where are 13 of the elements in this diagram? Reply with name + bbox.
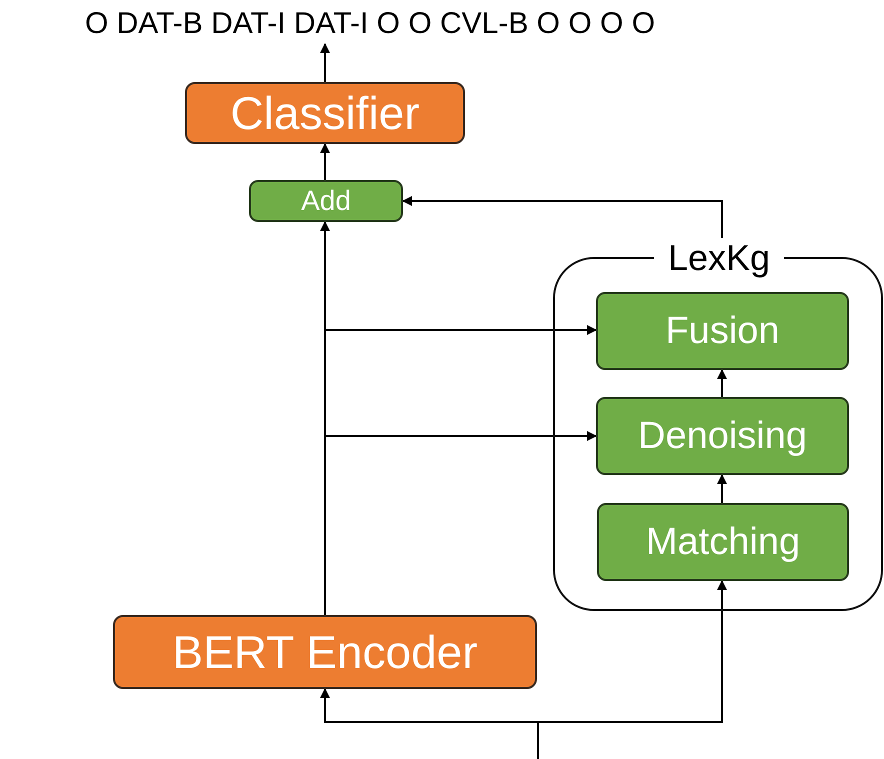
arrow <box>320 43 330 82</box>
arrow <box>402 196 723 238</box>
output-label-text: O DAT-B DAT-I DAT-I O O CVL-B O O O O <box>12 4 728 44</box>
encoder-box: BERT Encoder <box>113 615 537 689</box>
arrow <box>320 143 330 180</box>
denoising-box: Denoising <box>596 397 849 475</box>
matching-box: Matching <box>597 503 849 581</box>
add-box: Add <box>249 180 403 222</box>
arrow <box>717 474 727 503</box>
arrow <box>537 580 727 759</box>
fusion-box: Fusion <box>596 292 849 370</box>
classifier-box: Classifier <box>185 82 465 144</box>
arrow <box>717 369 727 397</box>
